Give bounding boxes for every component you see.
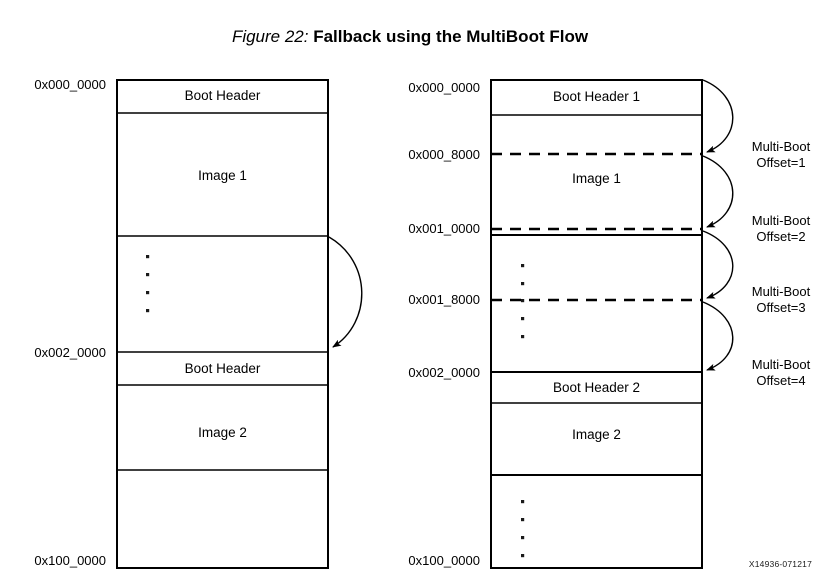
- right-segment-boot-header-2: Boot Header 2: [552, 380, 641, 395]
- left-address-2: 0x100_0000: [34, 553, 106, 568]
- right-address-2: 0x001_0000: [408, 221, 480, 236]
- figure-number: Figure 22:: [231, 27, 309, 46]
- right-address-0: 0x000_0000: [408, 80, 480, 95]
- multiboot-offset-label-1: Multi-Boot Offset=1: [742, 139, 820, 170]
- left-segment-boot-header-2: Boot Header: [184, 361, 261, 376]
- multiboot-arrow-2: [702, 155, 734, 228]
- figure-id-watermark: X14936-071217: [748, 559, 812, 569]
- multiboot-arrow-1: [702, 79, 734, 153]
- figure-title-text: Fallback using the MultiBoot Flow: [313, 27, 589, 46]
- right-address-3: 0x001_8000: [408, 292, 480, 307]
- multiboot-offset-label-3: Multi-Boot Offset=3: [742, 284, 820, 315]
- multiboot-offset-label-2-line1: Multi-Boot: [751, 213, 811, 228]
- figure-title: Figure 22: Fallback using the MultiBoot …: [0, 26, 820, 48]
- left-ellipsis-dots: [146, 255, 150, 313]
- multiboot-offset-label-3-line1: Multi-Boot: [751, 284, 811, 299]
- left-segment-image-2: Image 2: [198, 425, 247, 440]
- right-memory-map-outline: [490, 79, 703, 569]
- left-memory-map-outline: [116, 79, 329, 569]
- multiboot-offset-label-4-line1: Multi-Boot: [751, 357, 811, 372]
- left-segment-image-1: Image 1: [198, 168, 247, 183]
- right-segment-image-2: Image 2: [572, 427, 621, 442]
- multiboot-offset-label-1-line2: Offset=1: [756, 154, 806, 170]
- left-address-0: 0x000_0000: [34, 77, 106, 92]
- left-segment-boot-header-1: Boot Header: [184, 88, 261, 103]
- left-fallback-arrow: [328, 236, 363, 348]
- right-address-1: 0x000_8000: [408, 147, 480, 162]
- right-segment-image-1: Image 1: [572, 171, 621, 186]
- right-segment-boot-header-1: Boot Header 1: [552, 89, 641, 104]
- multiboot-offset-label-2-line2: Offset=2: [756, 228, 806, 244]
- multiboot-offset-label-4-line2: Offset=4: [756, 372, 806, 388]
- multiboot-arrow-4: [702, 301, 734, 371]
- right-address-4: 0x002_0000: [408, 365, 480, 380]
- right-ellipsis-dots-bottom: [521, 500, 525, 558]
- right-address-5: 0x100_0000: [408, 553, 480, 568]
- multiboot-offset-label-4: Multi-Boot Offset=4: [742, 357, 820, 388]
- right-dashed-boundaries: [491, 152, 702, 302]
- left-address-1: 0x002_0000: [34, 345, 106, 360]
- multiboot-offset-label-2: Multi-Boot Offset=2: [742, 213, 820, 244]
- right-ellipsis-dots-middle: [521, 264, 525, 339]
- multiboot-offset-arrows: [702, 79, 734, 371]
- multiboot-arrow-3: [702, 230, 734, 299]
- multiboot-offset-label-1-line1: Multi-Boot: [751, 139, 811, 154]
- multiboot-offset-label-3-line2: Offset=3: [756, 299, 806, 315]
